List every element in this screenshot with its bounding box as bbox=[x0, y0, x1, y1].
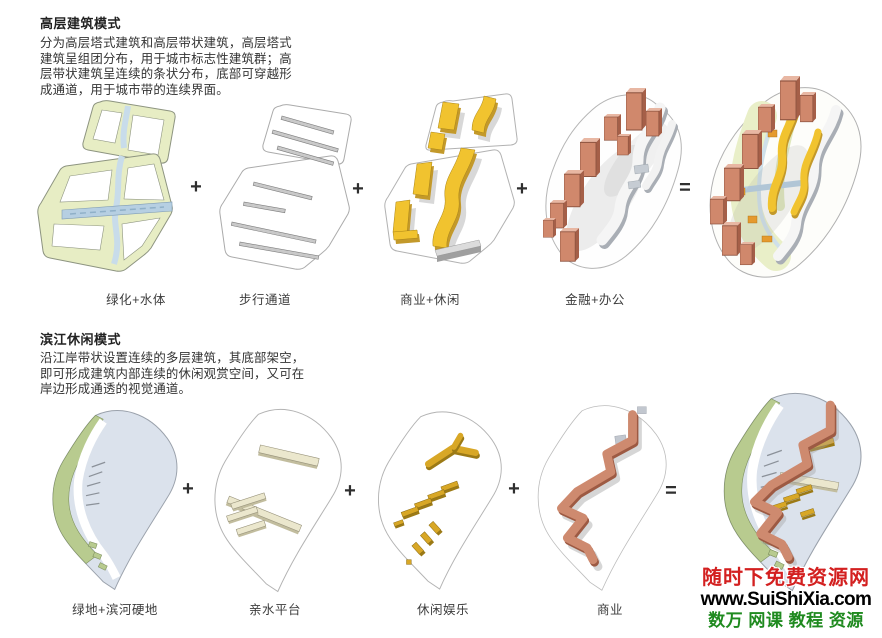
plus-operator: + bbox=[508, 478, 520, 500]
label-pedestrian: 步行通道 bbox=[238, 293, 291, 307]
watermark-url: www.SuiShiXia.com bbox=[700, 589, 872, 611]
label-green-riverbank: 绿地+滨河硬地 bbox=[72, 603, 158, 617]
equals-operator: = bbox=[679, 177, 691, 199]
equals-operator: = bbox=[665, 480, 677, 502]
plus-operator: + bbox=[344, 480, 356, 502]
label-waterfront-platform: 亲水平台 bbox=[248, 603, 301, 617]
section-highrise-title: 高层建筑模式 bbox=[40, 16, 122, 31]
plus-operator: + bbox=[190, 176, 202, 198]
diagram-commercial-ribbon bbox=[537, 405, 667, 591]
plus-operator: + bbox=[182, 478, 194, 500]
diagram-greenery-water bbox=[37, 100, 176, 272]
section-highrise-description: 分为高层塔式建筑和高层带状建筑，高层塔式建筑呈组团分布，用于城市标志性建筑群；高… bbox=[40, 36, 292, 97]
watermark-tagline: 数万 网课 教程 资源 bbox=[708, 611, 864, 631]
diagram-finance-office bbox=[543, 88, 682, 269]
diagram-pedestrian-paths bbox=[219, 104, 352, 270]
label-leisure-entertainment: 休闲娱乐 bbox=[416, 603, 469, 617]
plus-operator: + bbox=[352, 178, 364, 200]
label-commercial-leisure: 商业+休闲 bbox=[400, 293, 460, 307]
label-finance-office: 金融+办公 bbox=[565, 293, 625, 307]
section-riverside-title: 滨江休闲模式 bbox=[40, 332, 122, 347]
watermark-site-name: 随时下免费资源网 bbox=[702, 567, 870, 589]
diagram-waterfront-platform bbox=[214, 408, 342, 593]
watermark: 随时下免费资源网 www.SuiShiXia.com 数万 网课 教程 资源 bbox=[690, 567, 882, 631]
diagram-riverside-combined bbox=[723, 392, 862, 592]
plus-operator: + bbox=[516, 178, 528, 200]
diagram-leisure-entertainment bbox=[377, 411, 502, 590]
label-greenery-water: 绿化+水体 bbox=[106, 293, 166, 307]
diagram-green-riverbank bbox=[52, 410, 178, 591]
label-commercial: 商业 bbox=[596, 603, 623, 617]
section-riverside-description: 沿江岸带状设置连续的多层建筑，其底部架空，即可形成建筑内部连续的休闲观赏空间，又… bbox=[40, 351, 305, 396]
diagram-highrise-combined bbox=[709, 76, 862, 278]
diagram-commercial-leisure bbox=[384, 93, 518, 264]
